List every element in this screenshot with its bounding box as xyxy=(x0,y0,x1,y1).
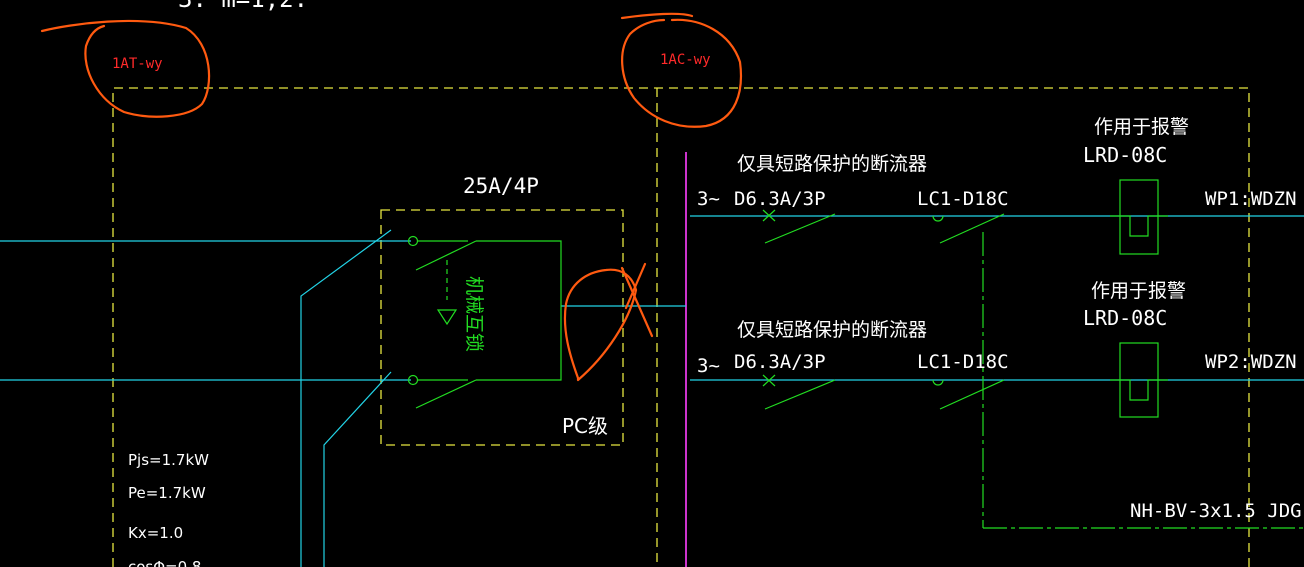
circuit-1-contactor-blade xyxy=(939,213,1005,244)
circuit-1-relay: LRD-08C xyxy=(1083,143,1167,167)
circuit-2-outgoing: WP2:WDZN xyxy=(1205,351,1297,373)
circuit-1-alarm-note: 作用于报警 xyxy=(1094,116,1189,138)
cross-annotation-loop xyxy=(563,268,638,382)
ats-blade-1 xyxy=(415,240,477,271)
right-tag-circle xyxy=(620,12,742,128)
circuit-1-breaker-note: 仅具短路保护的断流器 xyxy=(737,153,927,175)
circuit-1-devices xyxy=(762,179,1304,529)
circuit-2-breaker: D6.3A/3P xyxy=(734,351,826,373)
circuit-2-breaker-blade xyxy=(764,379,836,410)
ats-terminal-2 xyxy=(407,374,419,386)
circuit-1-relay-box xyxy=(1119,179,1159,255)
ats-switch xyxy=(407,235,562,409)
ats-rating: 25A/4P xyxy=(463,174,539,198)
ats-terminal-1 xyxy=(407,235,419,247)
param-cos: cosΦ=0.8 xyxy=(128,558,201,567)
circuit-1-breaker-blade xyxy=(764,213,836,244)
param-pjs: Pjs=1.7kW xyxy=(128,451,209,469)
circuit-2-contactor-blade xyxy=(939,379,1005,410)
circuit-1: 仅具短路保护的断流器 3~ D6.3A/3P LC1-D18C 作用于报警 LR… xyxy=(697,116,1304,529)
top-cut-text: 3. m=1,2. xyxy=(178,0,308,13)
circuit-1-contactor: LC1-D18C xyxy=(917,188,1009,210)
param-pe: Pe=1.7kW xyxy=(128,484,206,502)
param-kx: Kx=1.0 xyxy=(128,524,183,542)
feed-line-b xyxy=(323,371,392,567)
load-params: Pjs=1.7kW Pe=1.7kW Kx=1.0 cosΦ=0.8 xyxy=(128,451,209,567)
left-panel-tag: 1AT-wy xyxy=(112,56,163,72)
circuit-2-devices xyxy=(762,342,1168,418)
circuit-2-relay: LRD-08C xyxy=(1083,306,1167,330)
control-cable-label: NH-BV-3x1.5 JDG xyxy=(1130,500,1302,522)
outer-panel-border xyxy=(112,87,1250,567)
circuit-1-phase: 3~ xyxy=(697,188,720,210)
circuit-2: 仅具短路保护的断流器 3~ D6.3A/3P LC1-D18C 作用于报警 LR… xyxy=(697,280,1297,418)
interlock-label: 机械互锁 xyxy=(463,276,485,352)
interlock-triangle xyxy=(436,309,458,326)
ats-class: PC级 xyxy=(562,414,608,438)
circuit-2-alarm-note: 作用于报警 xyxy=(1091,280,1186,302)
circuit-2-breaker-note: 仅具短路保护的断流器 xyxy=(737,319,927,341)
panel-enclosures xyxy=(112,87,1250,567)
circuit-1-breaker: D6.3A/3P xyxy=(734,188,826,210)
hand-annotations xyxy=(40,12,742,382)
ats-enclosure xyxy=(380,209,624,446)
circuit-2-phase: 3~ xyxy=(697,355,720,377)
circuit-1-outgoing: WP1:WDZN xyxy=(1205,188,1297,210)
left-tag-circle xyxy=(40,19,211,118)
right-panel-tag: 1AC-wy xyxy=(660,52,711,68)
feed-line-a xyxy=(300,229,392,567)
circuit-2-contactor: LC1-D18C xyxy=(917,351,1009,373)
cyan-wiring xyxy=(0,215,1304,567)
ats-blade-2 xyxy=(415,379,477,409)
